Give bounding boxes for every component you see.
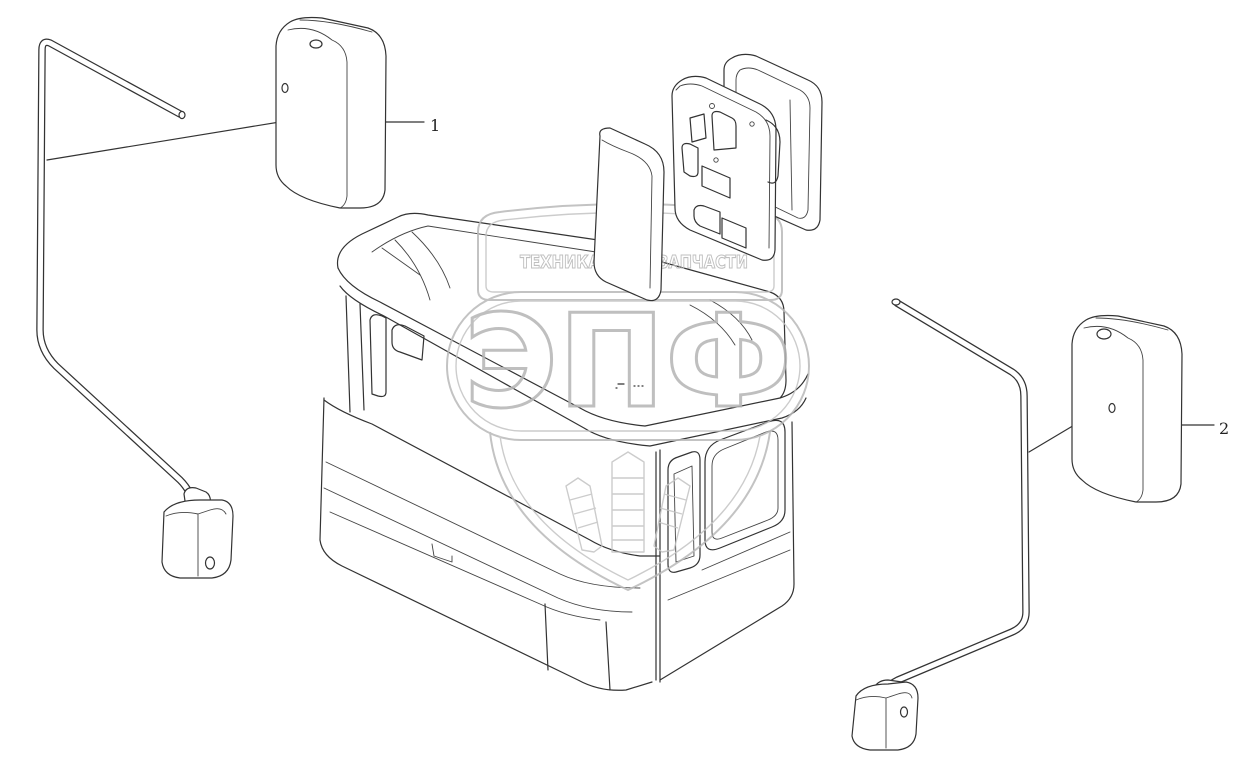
- mirror-1-hole: [281, 82, 289, 94]
- cab-windshield-corner: [391, 324, 425, 361]
- mirror-2: [1071, 314, 1183, 503]
- mirror-2-hole: [1108, 402, 1116, 414]
- cab-front-shoulder: [323, 399, 661, 557]
- cab-small-marks: [615, 383, 644, 389]
- cab-side-window-inner: [711, 430, 779, 540]
- center-mirror-frame-plate: [671, 75, 781, 261]
- right-small-mirror: [851, 679, 919, 751]
- cab-side-panel-lines: [667, 531, 791, 601]
- watermark-left-word: ТЕХНИКА: [520, 252, 600, 273]
- frame-cutout-3: [681, 142, 699, 178]
- frame-clip-right: [765, 119, 781, 184]
- callout-2-label: 2: [1219, 419, 1229, 438]
- cab-side-window-narrow-inner: [673, 465, 695, 563]
- left-small-mirror-body: [161, 499, 234, 579]
- frame-cutout-1: [689, 113, 707, 143]
- cab-roof-right: [661, 261, 787, 399]
- mirror-2-body: [1071, 314, 1183, 503]
- left-arm-tip: [178, 110, 186, 120]
- mirror-2-bevel: [1083, 325, 1144, 503]
- left-small-mirror-face: [165, 508, 227, 577]
- mirror-2-top-edge: [1095, 317, 1169, 331]
- watermark-logo: ТЕХНИКА ЗАПЧАСТИ ЭПФ: [446, 203, 810, 591]
- cab-bumper-line: [329, 511, 601, 621]
- left-mirror-arm: [36, 38, 197, 510]
- right-mirror-arm: [880, 298, 1030, 696]
- watermark-logo-text: ЭПФ: [464, 288, 792, 437]
- mirror-1-top-edge: [299, 19, 373, 33]
- center-mirror-glass: [593, 127, 665, 302]
- watermark-pill-inner: [455, 300, 801, 432]
- frame-hole-1: [709, 103, 715, 109]
- right-small-mirror-face: [855, 692, 913, 749]
- cab-left-window: [369, 314, 387, 398]
- frame-cutout-5: [693, 204, 721, 235]
- watermark-right-word: ЗАПЧАСТИ: [658, 252, 748, 273]
- left-small-mirror: [161, 487, 234, 579]
- cab-roof-outline: [336, 212, 599, 269]
- cab-roof-ridge: [371, 225, 597, 253]
- cab-door-edge: [655, 449, 661, 683]
- mirror-1: [275, 16, 387, 209]
- mirror-2-notch: [1096, 328, 1112, 340]
- mirror-1-body: [275, 16, 387, 209]
- frame-hole-2: [713, 157, 719, 163]
- watermark-sheaf: [565, 451, 691, 553]
- cab-grille-line-1: [325, 461, 641, 589]
- right-small-mirror-hole: [899, 706, 909, 718]
- truck-cab: [319, 212, 809, 691]
- left-arm-leader-line: [46, 119, 293, 161]
- cab-roof-ribs: [381, 231, 753, 346]
- right-arm-leader-line: [1028, 423, 1077, 453]
- cab-grille-line-2: [323, 487, 633, 613]
- cab-bumper-dividers: [544, 603, 611, 691]
- cab-bracket: [431, 543, 453, 563]
- watermark-shield-inner: [499, 435, 761, 581]
- frame-hole-3: [749, 121, 755, 127]
- watermark-shield-outer: [489, 431, 771, 591]
- cab-body-right-edge: [659, 421, 795, 681]
- mirror-1-bevel: [287, 27, 348, 209]
- frame-cutout-2: [711, 110, 737, 151]
- right-small-mirror-body: [851, 681, 919, 751]
- mirror-1-notch: [309, 39, 323, 49]
- left-small-mirror-hole: [204, 556, 216, 570]
- cab-body-outline: [319, 397, 653, 691]
- cab-left-pillar: [345, 295, 365, 413]
- right-arm-tip: [891, 298, 901, 306]
- frame-cutout-4: [701, 165, 731, 199]
- frame-cutout-6: [721, 217, 747, 249]
- callout-1-label: 1: [430, 116, 440, 135]
